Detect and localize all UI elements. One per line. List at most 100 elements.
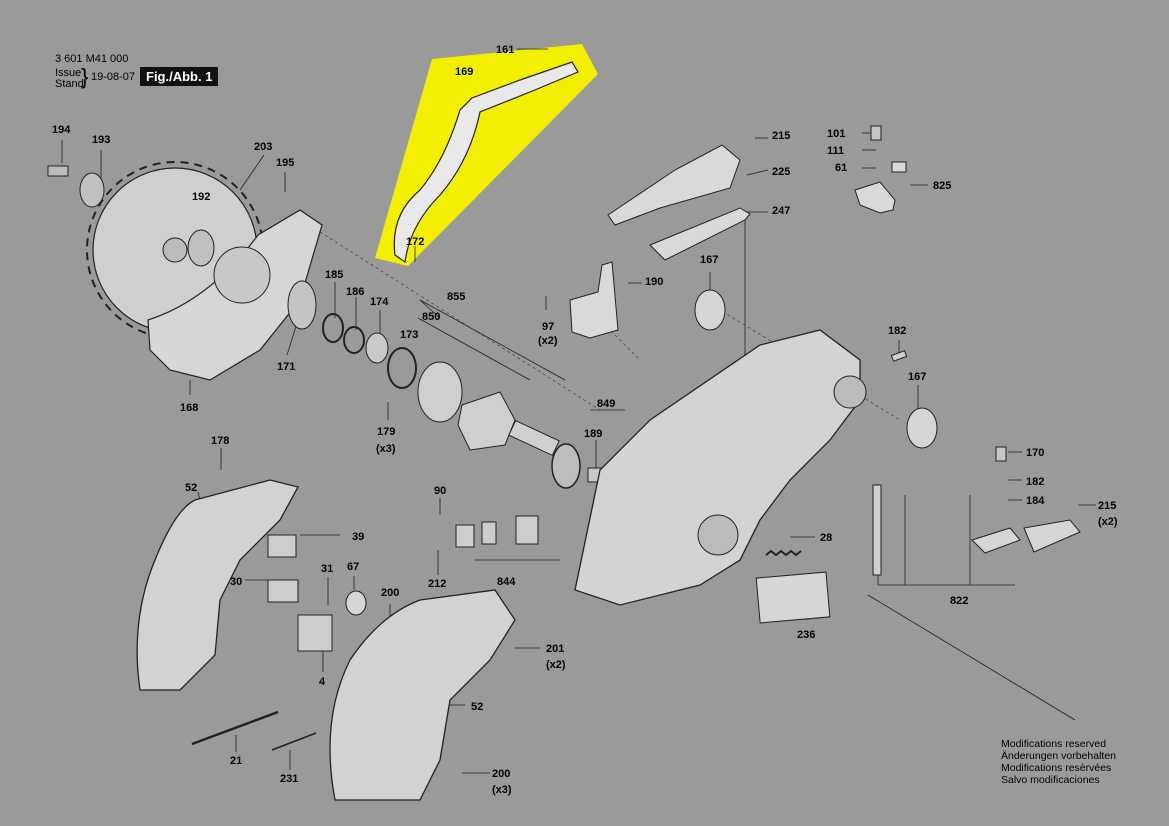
label-part-179: 179 <box>377 426 395 438</box>
label-part-215-right-qty: (x2) <box>1098 516 1118 528</box>
label-part-849: 849 <box>597 398 615 410</box>
cover-225 <box>607 144 741 226</box>
handle-half-right <box>329 589 516 801</box>
lever-169 <box>393 61 579 264</box>
label-part-21: 21 <box>230 755 242 767</box>
label-part-844: 844 <box>497 576 516 588</box>
plate-215b <box>1023 519 1081 553</box>
label-part-189: 189 <box>584 428 602 440</box>
label-part-185: 185 <box>325 269 343 281</box>
washer-167a <box>694 289 726 331</box>
issue-label: Issue <box>55 67 82 79</box>
label-part-52-top: 52 <box>185 482 197 494</box>
label-part-215-top: 215 <box>772 130 790 142</box>
label-part-169: 169 <box>455 66 473 78</box>
note-en: Modifications reserved <box>1001 738 1107 750</box>
label-part-184: 184 <box>1026 495 1045 507</box>
gear-wheel <box>551 443 581 489</box>
document-number: 3 601 M41 000 <box>55 53 129 65</box>
cable-tie-21 <box>191 710 279 746</box>
label-part-39: 39 <box>352 531 364 543</box>
label-part-182-right: 182 <box>1026 476 1044 488</box>
label-part-167-right: 167 <box>908 371 926 383</box>
label-part-31: 31 <box>321 563 333 575</box>
brace-symbol: } <box>81 64 89 89</box>
strip-247 <box>649 207 751 261</box>
guard-hub <box>213 246 271 304</box>
label-part-201: 201 <box>546 643 564 655</box>
label-part-822: 822 <box>950 595 968 607</box>
label-part-190: 190 <box>645 276 663 288</box>
label-part-174: 174 <box>370 296 389 308</box>
label-part-236: 236 <box>797 629 815 641</box>
washer-167b <box>906 407 938 449</box>
tab-825 <box>891 161 907 173</box>
lever-822 <box>971 527 1021 554</box>
motor-bore <box>697 514 739 556</box>
label-part-200-bottom: 200 <box>492 768 510 780</box>
switch-4 <box>297 614 333 652</box>
label-part-170: 170 <box>1026 447 1044 459</box>
label-part-215-right: 215 <box>1098 500 1116 512</box>
gasket-plate <box>457 391 516 451</box>
label-part-67: 67 <box>347 561 359 573</box>
label-part-173: 173 <box>400 329 418 341</box>
drive-shaft <box>508 419 560 457</box>
stand-label: Stand <box>55 78 84 90</box>
gearbox-housing <box>574 329 861 606</box>
label-part-225: 225 <box>772 166 790 178</box>
ring-186 <box>343 326 365 354</box>
retaining-ring <box>322 313 344 343</box>
label-part-97: 97 <box>542 321 554 333</box>
label-part-200-mid: 200 <box>381 587 399 599</box>
label-part-195: 195 <box>276 157 294 169</box>
label-part-101: 101 <box>827 128 845 140</box>
label-part-825: 825 <box>933 180 951 192</box>
screw-101 <box>870 125 882 141</box>
label-part-182-top: 182 <box>888 325 906 337</box>
brush-844 <box>481 521 497 545</box>
figure-label: Fig./Abb. 1 <box>140 67 219 86</box>
label-part-855: 855 <box>447 291 465 303</box>
note-es: Salvo modificaciones <box>1001 774 1100 786</box>
label-part-28: 28 <box>820 532 832 544</box>
label-part-4: 4 <box>319 676 326 688</box>
label-part-168: 168 <box>180 402 198 414</box>
spring-28 <box>765 549 802 557</box>
plate-825 <box>854 181 896 214</box>
label-part-194: 194 <box>52 124 71 136</box>
leader-lines <box>61 48 1096 774</box>
ring-173 <box>387 347 417 389</box>
note-de: Änderungen vorbehalten <box>1001 750 1117 762</box>
clamping-bolt <box>47 165 69 177</box>
bearing-174 <box>365 332 389 364</box>
disc-67 <box>345 590 367 616</box>
label-part-212: 212 <box>428 578 446 590</box>
label-part-231: 231 <box>280 773 298 785</box>
spring-171 <box>287 280 317 330</box>
label-part-171: 171 <box>277 361 295 373</box>
bracket-190 <box>569 261 619 339</box>
cable-231 <box>271 732 317 751</box>
pin-182 <box>890 350 908 362</box>
outer-flange <box>79 172 105 208</box>
modification-notes: Modifications reserved Änderungen vorbeh… <box>1001 738 1116 786</box>
label-part-30: 30 <box>230 576 242 588</box>
label-part-172: 172 <box>406 236 424 248</box>
shaft-822 <box>872 484 882 576</box>
label-part-186: 186 <box>346 286 364 298</box>
label-part-193: 193 <box>92 134 110 146</box>
label-part-200-bottom-qty: (x3) <box>492 784 512 796</box>
label-part-179-qty: (x3) <box>376 443 396 455</box>
inner-flange <box>187 229 215 267</box>
label-part-203: 203 <box>254 141 272 153</box>
label-part-201-qty: (x2) <box>546 659 566 671</box>
issue-date: 19-08-07 <box>91 71 136 83</box>
switch-30 <box>267 579 299 603</box>
brush-holder-844 <box>515 515 539 545</box>
housing-bore <box>833 375 867 409</box>
switch-39 <box>267 534 297 558</box>
flange-housing <box>417 361 463 423</box>
label-part-90: 90 <box>434 485 446 497</box>
